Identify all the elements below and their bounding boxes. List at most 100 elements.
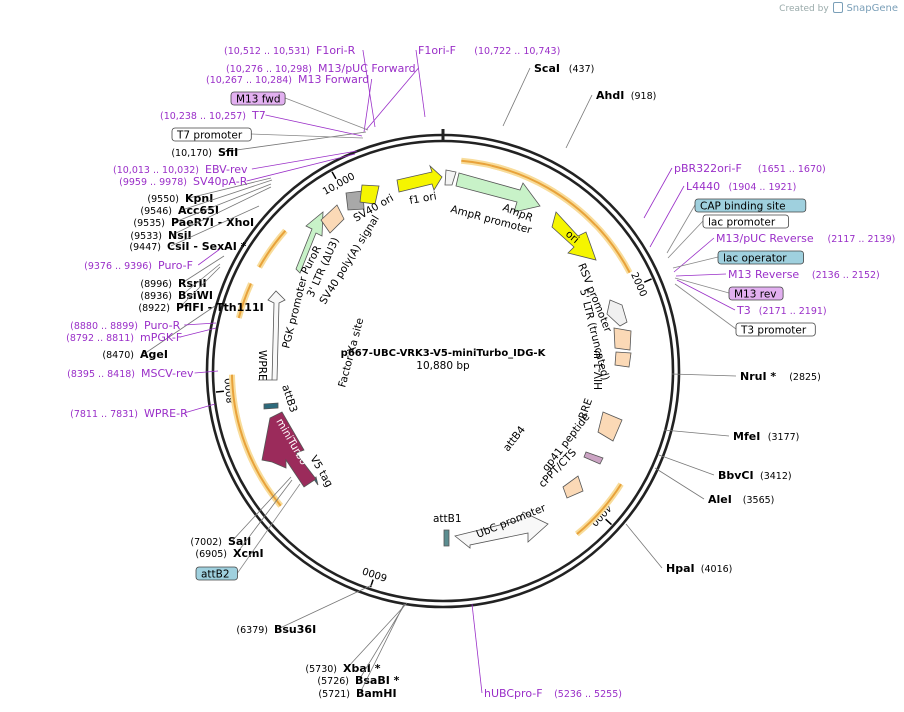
site-bsu36i: Bsu36I(6379) [236,623,316,636]
primer-leader [415,49,426,118]
site-pos-xbai: (5730) [305,664,337,675]
site-sfii: SfiI(10,170) [171,146,238,159]
primer-leader [471,603,483,694]
primer-name-hubcpro-f: hUBCpro-F [484,687,543,700]
primer-range-m13-forward: (10,267 .. 10,284) [206,75,292,86]
site-name-hpai: HpaI [666,562,695,575]
site-pos-acc65i: (9546) [140,206,172,217]
box-attb2: attB2 [195,483,301,581]
primer-puro-r: Puro-R(8880 .. 8899) [70,319,217,332]
site-pflfi-tth111i: PflFI - Tth111I(8922) [138,301,263,314]
primer-range-hubcpro-f: (5236 .. 5255) [554,689,622,700]
site-nrui: NruI *(2825) [740,370,821,383]
site-leader-agei [143,305,216,355]
primer-name-ebv-rev: EBV-rev [205,163,248,176]
primer-l4440: L4440(1904 .. 1921) [649,180,796,248]
site-leader-mfei [663,429,730,437]
site-bbvci: BbvCI(3412) [718,469,792,482]
primer-f1ori-r: F1ori-R (10,512 .. 10,531) [224,44,376,128]
primers: F1ori-R (10,512 .. 10,531) F1ori-F (10,722 … [66,44,895,700]
rsv-promoter-arrow [606,299,628,327]
primer-name-t3: T3 [736,304,751,317]
site-bsabi: BsaBI * (5726) [317,674,399,687]
box-cap-binding-site: CAP binding site [666,198,807,254]
gene-bar [258,230,287,268]
primer-range-m13-reverse: (2136 .. 2152) [812,270,880,281]
site-bamhi: BamHI(5721) [318,687,396,700]
feature-label-attb1: attB1 [433,513,462,525]
site-pos-bbvci: (3412) [760,471,792,482]
site-leader-pflfi-tth111i [179,266,221,308]
box-leader [672,256,719,269]
primer-range-t7: (10,238 .. 10,257) [160,111,246,122]
site-leader-bbvci [658,454,715,476]
site-leader-nsii [171,186,272,236]
restriction-sites: ScaI(437)AhdI(918)NruI *(2825)MfeI(3177)… [102,62,820,700]
f1-ori-arrow [396,164,443,193]
primer-leader [180,327,217,338]
sv40-ori-box [359,184,380,205]
primer-name-m13-forward: M13 Forward [298,73,369,86]
primer-name-f1ori-f: F1ori-F [418,44,456,57]
box-leader [666,204,696,254]
box-lac-operator: lac operator [672,250,804,269]
plasmid-name: p667-UBC-VRK3-V5-miniTurbo_IDG-K [341,348,547,359]
site-leader-alei [654,467,705,500]
primer-leader [363,78,373,133]
box-text-lac-operator: lac operator [723,253,787,265]
site-pos-rsrii: (8996) [140,279,172,290]
site-name-bamhi: BamHI [356,687,397,700]
site-csii-sexai: CsiI - SexAI *(9447) [129,240,246,253]
site-pos-kpni: (9550) [147,194,179,205]
site-sali: SalI(7002) [190,535,251,548]
rre-box [597,411,623,442]
box-frame [195,566,238,581]
box-text-attb2: attB2 [201,569,230,581]
primer-puro-f: Puro-F(9376 .. 9396) [84,248,221,272]
site-ahdi: AhdI(918) [596,89,656,102]
primer-range-m13-puc-reverse: (2117 .. 2139) [828,234,896,245]
credit-prefix: Created by [779,4,829,14]
primer-range-f1ori-f: (10,722 .. 10,743) [474,46,560,57]
primer-t3: T3 (2171 .. 2191) [676,279,827,317]
tick-label-6000: 6000 [361,564,389,583]
box-lac-promoter: lac promoter [667,214,789,259]
primer-range-mpgk-f: (8792 .. 8811) [66,333,134,344]
primer-leader [265,114,363,137]
box-leader [284,97,369,131]
site-pos-bsabi: (5726) [317,676,349,687]
primer-name-f1ori-r: F1ori-R [316,44,356,57]
site-pos-agei: (8470) [102,350,134,361]
primer-leader [365,67,419,131]
site-leader-acc65i [181,179,273,211]
primer-range-t3: (2171 .. 2191) [759,306,827,317]
box-frame [171,127,252,142]
site-agei: AgeI(8470) [102,348,168,361]
primer-mscv-rev: MSCV-rev(8395 .. 8418) [67,367,219,380]
primer-name-wpre-r: WPRE-R [144,407,188,420]
site-alei: AleI(3565) [708,493,774,506]
primer-leader [197,248,221,266]
primer-m13-forward: M13 Forward (10,267 .. 10,284) [206,73,373,133]
site-bsiwi: BsiWI (8936) [140,289,213,302]
site-pos-bsiwi: (8936) [140,291,172,302]
primer-range-wpre-r: (7811 .. 7831) [70,409,138,420]
site-name-mfei: MfeI [733,430,760,443]
primer-leader [673,237,715,273]
site-name-acc65i: Acc65I [178,204,219,217]
site-name-bsabi: BsaBI * [355,674,400,687]
primer-name-puro-r: Puro-R [144,319,181,332]
primer-range-m13-puc-forward: (10,276 .. 10,298) [226,64,312,75]
site-leader-bsu36i [277,584,373,630]
box-frame [230,91,286,106]
credit-brand: SnapGene [846,3,898,14]
primer-range-f1ori-r: (10,512 .. 10,531) [224,46,310,57]
site-leader-nrui [671,373,737,377]
site-pos-sfii: (10,170) [171,148,212,159]
site-name-bsiwi: BsiWI [178,289,213,302]
site-name-csii-sexai: CsiI - SexAI * [167,240,247,253]
gene-bar [491,164,597,226]
primer-name-m13-reverse: M13 Reverse [728,268,799,281]
